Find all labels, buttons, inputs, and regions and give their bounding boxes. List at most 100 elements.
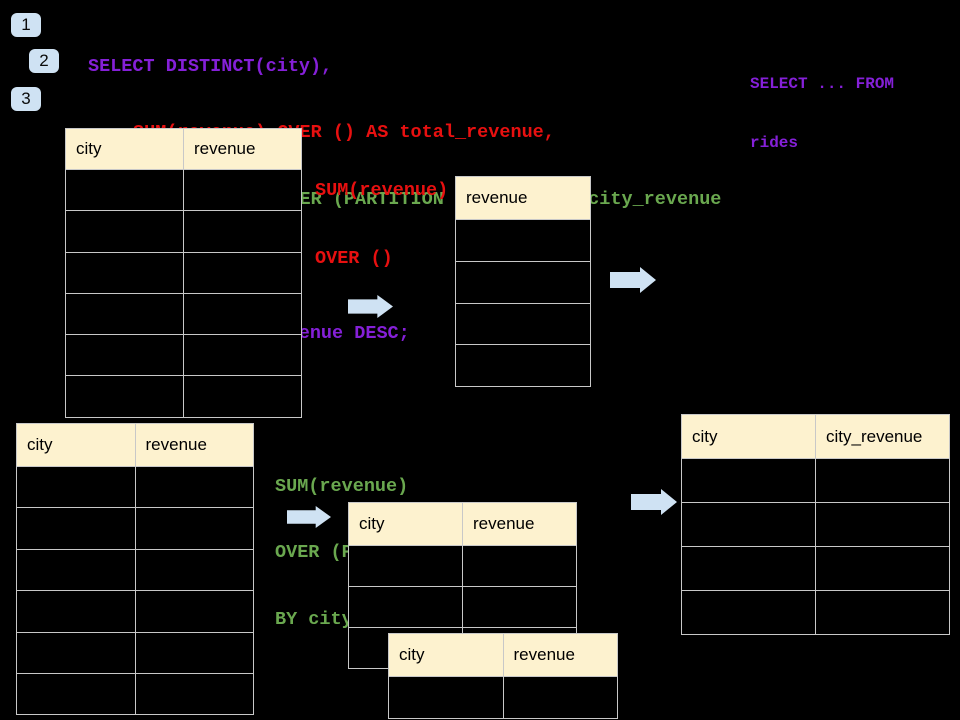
table-row [66,251,301,293]
table-cell [462,546,576,586]
table-cell [134,549,253,591]
table-cell [17,591,135,632]
table-row [66,210,301,252]
column-header: revenue [456,177,590,219]
table-cell [134,467,253,508]
table-cell [682,459,815,502]
table-row [389,676,617,718]
side-note-line-1: SELECT ... FROM [750,75,895,93]
table-row [66,169,301,211]
table-cell [134,673,253,715]
table-cell [349,546,462,586]
table-cell [66,252,183,293]
table-cell [815,547,949,590]
annotation-total-line-1: SUM(revenue) [315,179,449,201]
table-row [456,344,590,387]
column-header: city [389,634,503,676]
column-header: revenue [502,634,617,676]
table-cell [183,293,301,335]
step-badge-1: 1 [11,13,41,37]
table-cell [456,220,590,261]
right-arrow-icon [631,489,677,515]
table-row [66,292,301,335]
table-cell [17,508,135,549]
table-cell [389,677,503,718]
table-cell [682,547,815,590]
table-row [66,375,301,417]
table-cell [682,503,815,546]
table-row [682,458,949,502]
table-row [682,502,949,546]
column-header: revenue [183,129,301,169]
table-cell [66,376,183,417]
table-cell [462,587,576,627]
annotation-total-window: SUM(revenue) OVER () [315,134,448,316]
column-header: revenue [134,424,253,466]
sql-line-select: SELECT DISTINCT(city), [88,55,333,77]
table-total-revenue: revenue [455,176,591,388]
table-row [17,590,253,632]
column-header: city [66,129,183,169]
table-cell [17,632,135,673]
table-cell [183,211,301,252]
table-cell [456,345,590,387]
table-cell [183,252,301,293]
annotation-total-line-2: OVER () [315,247,393,269]
table-cell [134,508,253,549]
table-cell [66,170,183,211]
table-cell [17,549,135,591]
table-row [66,334,301,376]
table-cell [66,293,183,335]
table-cell [134,632,253,673]
table-cell [815,459,949,502]
table-row [17,548,253,591]
column-header: city_revenue [815,415,949,458]
table-row [682,546,949,590]
table-row [17,631,253,673]
right-arrow-icon [610,267,656,293]
table-row [17,466,253,508]
table-cell [456,303,590,345]
table-row [349,545,576,586]
table-row [456,219,590,261]
table-cell [349,587,462,627]
side-note-select-from: SELECT ... FROM rides [750,36,894,192]
step-badge-3: 3 [11,87,41,111]
right-arrow-icon [287,506,331,528]
table-cell [17,467,135,508]
table-row [17,672,253,715]
right-arrow-icon [348,295,393,318]
table-cell [502,677,617,718]
table-cell [815,591,949,634]
column-header: city [17,424,135,466]
column-header: revenue [462,503,576,545]
table-cell [815,503,949,546]
column-header: city [682,415,815,458]
table-cell [456,261,590,303]
table-row [682,590,949,634]
table-cell [66,335,183,376]
table-cell [183,335,301,376]
side-note-line-2: rides [750,133,799,152]
table-row [349,586,576,627]
table-cell [66,211,183,252]
table-row [456,302,590,345]
table-cell [183,376,301,417]
table-cell [682,591,815,634]
table-cell [17,673,135,715]
table-cell [134,591,253,632]
table-row [456,260,590,303]
table-row [17,507,253,549]
column-header: city [349,503,462,545]
table-header-row: revenue [456,177,590,219]
